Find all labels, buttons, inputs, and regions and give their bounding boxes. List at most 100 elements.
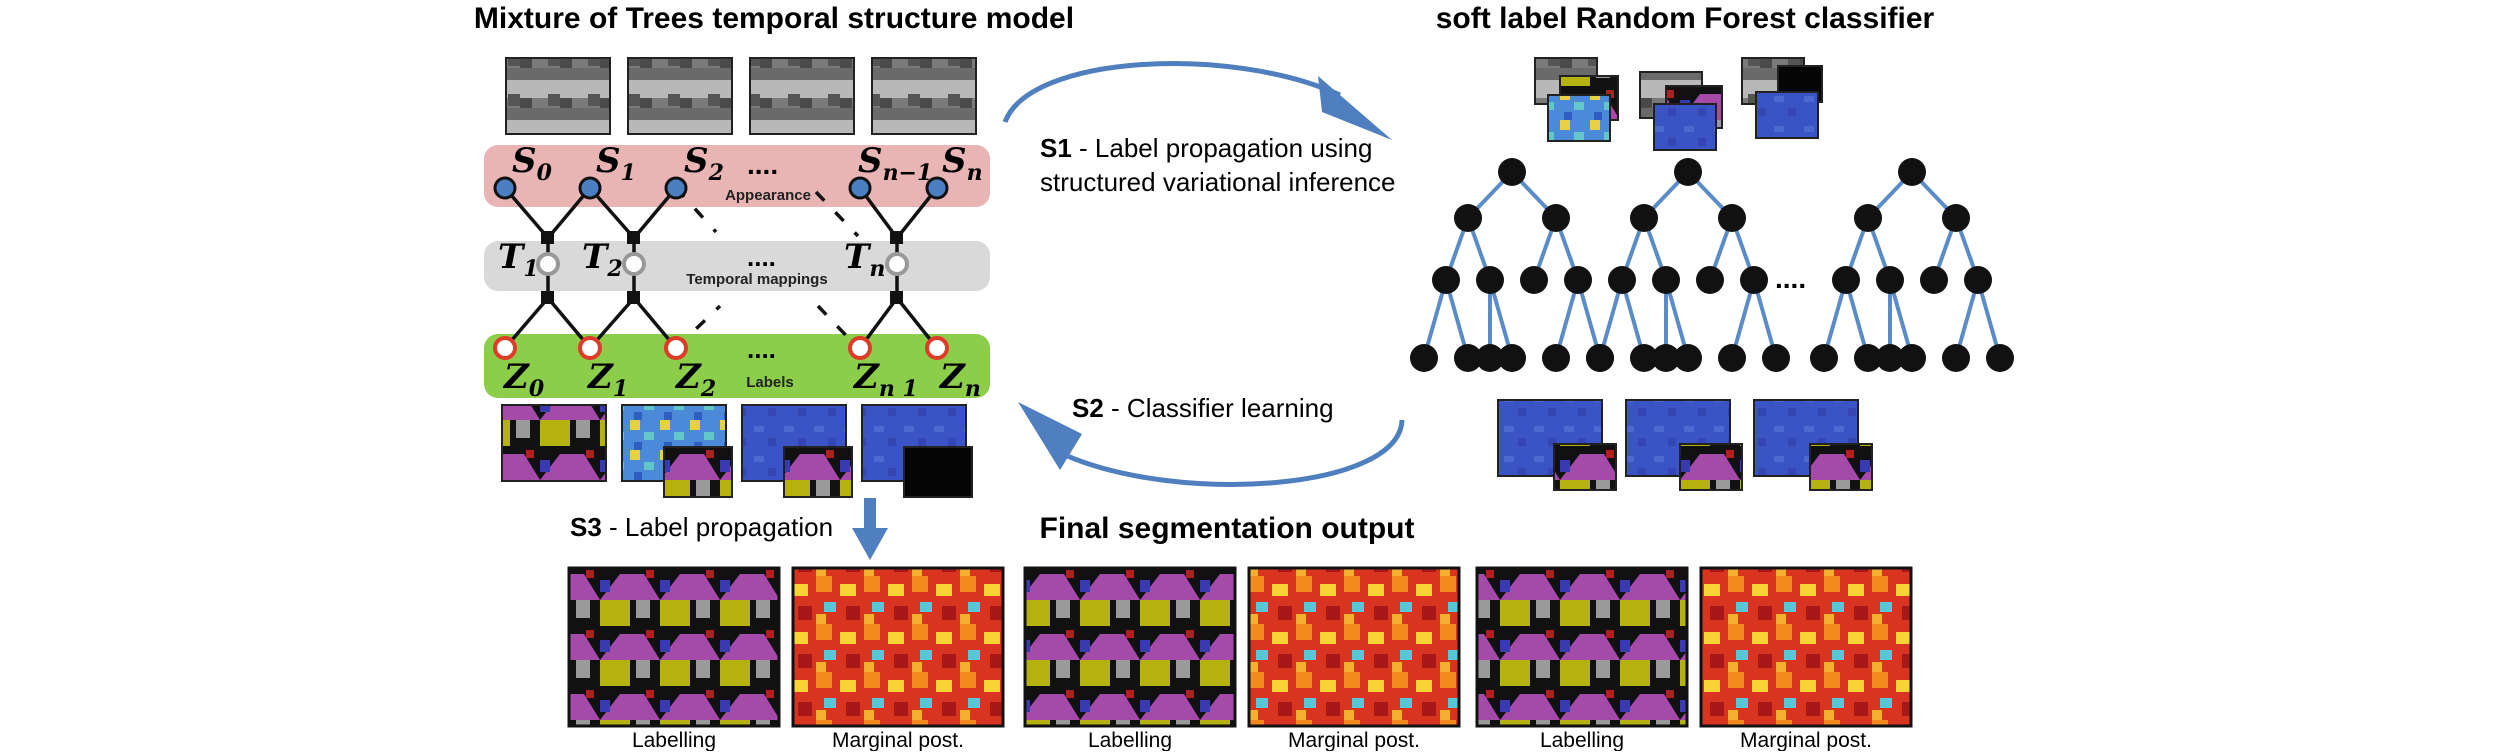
video-frame [749, 57, 855, 135]
label-nodes [493, 336, 949, 360]
tree-node [1498, 344, 1526, 372]
t-node-0 [536, 252, 560, 276]
s3-text: - Label propagation [602, 512, 833, 542]
random-forest-trees [1410, 158, 2014, 372]
s-var-label-1: S1 [596, 141, 636, 186]
appearance-nodes [493, 176, 949, 200]
output-caption-5: Labelling [1540, 729, 1624, 751]
t-var-label-2: Tn [844, 237, 885, 282]
appearance-dots: .... [747, 149, 778, 180]
tree-node [1410, 344, 1438, 372]
output-marginal-1 [791, 566, 1005, 728]
tree-node [1454, 344, 1482, 372]
step-arrows [852, 61, 1405, 560]
t-var-label-0: T1 [498, 237, 539, 282]
tree-node [1542, 204, 1570, 232]
s3-tag: S3 [570, 512, 602, 542]
classifier-output-images [1497, 399, 1873, 491]
s-var-label-3: Sn−1 [858, 141, 932, 186]
factor-nodes [541, 231, 903, 304]
s-var-label-2: S2 [684, 141, 724, 186]
t-variable-labels: T1 T2 Tn [498, 237, 885, 282]
tree-node [1608, 266, 1636, 294]
s2-arrow [1064, 419, 1405, 487]
z-node-0 [493, 336, 517, 360]
temporal-band [484, 241, 990, 291]
tree-node [1652, 266, 1680, 294]
s1-line1: S1 - Label propagation using [1040, 133, 1372, 163]
output-captions: Labelling Marginal post. Labelling Margi… [632, 729, 1872, 752]
s2-arrow-head [1018, 402, 1082, 470]
appearance-label: Appearance [725, 187, 811, 204]
video-frame [627, 57, 733, 135]
t-node-2 [885, 252, 909, 276]
tree-node [1520, 266, 1548, 294]
s-node-4 [925, 176, 949, 200]
tree-node [1564, 266, 1592, 294]
tree-node [1762, 344, 1790, 372]
tree-node [1630, 344, 1658, 372]
tree-node [1942, 344, 1970, 372]
s1-text: - Label propagation using [1072, 133, 1373, 163]
label-images [501, 404, 973, 498]
labels-label: Labels [746, 374, 794, 391]
classifier-input-images [1534, 57, 1823, 151]
tree-node [1432, 266, 1460, 294]
t-var-label-1: T2 [582, 237, 623, 282]
z-var-label-2: Z2 [674, 357, 716, 402]
tree-node [1964, 266, 1992, 294]
output-labelling-2 [1023, 566, 1237, 728]
temporal-dots: .... [747, 242, 776, 272]
output-caption-1: Labelling [632, 729, 716, 751]
tree-node [1854, 204, 1882, 232]
tree-node [1674, 158, 1702, 186]
s1-line2: structured variational inference [1040, 167, 1396, 197]
tree-node [1674, 344, 1702, 372]
tree-node [1652, 344, 1680, 372]
s2-line: S2 - Classifier learning [1072, 393, 1334, 423]
s-var-label-0: S0 [512, 141, 553, 186]
s3-arrow-head [852, 528, 888, 560]
output-caption-2: Marginal post. [832, 729, 964, 751]
tree-node [1920, 266, 1948, 294]
s-node-1 [578, 176, 602, 200]
tree-node [1810, 344, 1838, 372]
z-node-4 [925, 336, 949, 360]
forest-dots: .... [1775, 263, 1806, 294]
s1-arrow-head [1318, 76, 1392, 140]
s3-line: S3 - Label propagation [570, 512, 833, 542]
output-caption-3: Labelling [1088, 729, 1172, 751]
tree-2 [1810, 158, 2014, 372]
right-panel-title: soft label Random Forest classifier [1436, 2, 1935, 35]
s2-tag: S2 [1072, 393, 1104, 423]
tree-node [1898, 158, 1926, 186]
tree-1 [1586, 158, 1790, 372]
s-node-2 [664, 176, 688, 200]
z-var-label-4: Zn [938, 357, 981, 402]
z-node-3 [848, 336, 872, 360]
tree-node [1876, 344, 1904, 372]
tree-node [1898, 344, 1926, 372]
output-caption-4: Marginal post. [1288, 729, 1420, 751]
tree-node [1696, 266, 1724, 294]
s1-arrow [1002, 61, 1342, 123]
s-node-0 [493, 176, 517, 200]
tree-node [1630, 204, 1658, 232]
s-var-label-4: Sn [942, 141, 983, 186]
z-var-label-1: Z1 [586, 357, 628, 402]
tree-node [1854, 344, 1882, 372]
s3-arrow-shaft [864, 498, 876, 528]
labels-dots: .... [747, 334, 776, 364]
s-node-3 [848, 176, 872, 200]
temporal-label: Temporal mappings [686, 271, 827, 288]
output-labelling-1 [567, 566, 781, 728]
tree-node [1476, 266, 1504, 294]
tree-node [1498, 158, 1526, 186]
z-node-1 [578, 336, 602, 360]
output-labelling-3 [1475, 566, 1689, 728]
z-var-label-0: Z0 [502, 357, 545, 402]
